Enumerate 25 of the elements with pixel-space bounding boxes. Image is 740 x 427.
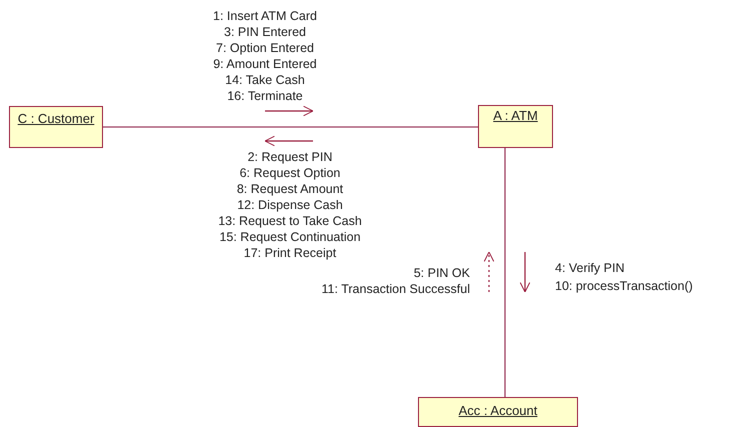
object-name: A : ATM — [493, 108, 538, 123]
message-label: 10: processTransaction() — [555, 278, 693, 294]
message-label: 15: Request Continuation — [219, 229, 361, 245]
link-line — [103, 126, 478, 128]
message-label: 16: Terminate — [227, 88, 303, 104]
message-label: 14: Take Cash — [225, 72, 305, 88]
message-label: 8: Request Amount — [236, 181, 344, 197]
message-label: 11: Transaction Successful — [322, 281, 470, 297]
message-label: 17: Print Receipt — [244, 245, 336, 261]
message-label: 9: Amount Entered — [213, 56, 317, 72]
link-line — [504, 148, 506, 397]
object-name: C : Customer — [16, 111, 96, 126]
message-label: 1: Insert ATM Card — [213, 8, 317, 24]
message-label: 3: PIN Entered — [224, 24, 306, 40]
message-label: 5: PIN OK — [414, 265, 470, 281]
object-name: Acc : Account — [458, 403, 538, 418]
message-label: 12: Dispense Cash — [237, 197, 343, 213]
message-label: 4: Verify PIN — [555, 260, 624, 276]
message-label: 6: Request Option — [240, 165, 340, 181]
object-box — [9, 106, 103, 148]
message-label: 2: Request PIN — [248, 149, 332, 165]
object-box — [418, 397, 578, 427]
message-label: 13: Request to Take Cash — [218, 213, 362, 229]
message-label: 7: Option Entered — [216, 40, 314, 56]
object-box — [478, 105, 553, 148]
